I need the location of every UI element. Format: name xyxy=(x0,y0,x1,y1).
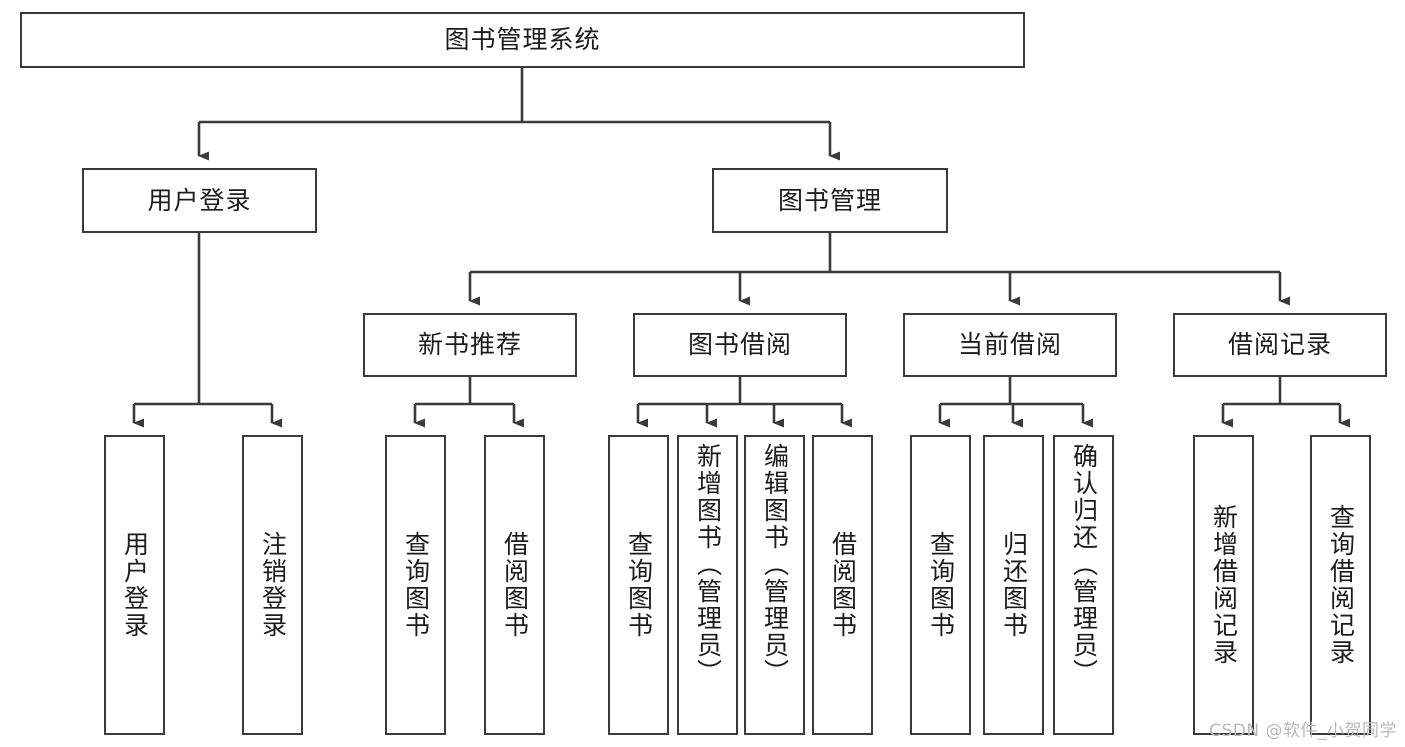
node-leaf-borrow-book-1-label: 借阅图书 xyxy=(500,531,530,639)
node-leaf-query-book-3[interactable]: 查询图书 xyxy=(910,435,971,735)
node-current-borrow-label: 当前借阅 xyxy=(957,330,1062,360)
node-leaf-add-book[interactable]: 新增图书（管理员） xyxy=(677,435,738,735)
node-leaf-user-login[interactable]: 用户登录 xyxy=(104,435,165,735)
node-leaf-borrow-book-2-label: 借阅图书 xyxy=(828,531,858,639)
node-user-login-label: 用户登录 xyxy=(147,185,252,215)
node-leaf-query-book-1-label: 查询图书 xyxy=(401,531,431,639)
node-leaf-logout-label: 注销登录 xyxy=(258,531,288,639)
node-leaf-borrow-book-2[interactable]: 借阅图书 xyxy=(812,435,873,735)
node-book-borrow[interactable]: 图书借阅 xyxy=(633,313,847,377)
node-book-management-label: 图书管理 xyxy=(777,185,882,215)
node-leaf-edit-book[interactable]: 编辑图书（管理员） xyxy=(744,435,805,735)
node-leaf-return-book-label: 归还图书 xyxy=(999,531,1029,639)
node-leaf-return-book[interactable]: 归还图书 xyxy=(983,435,1044,735)
node-book-management[interactable]: 图书管理 xyxy=(712,168,948,233)
node-new-book-recommend-label: 新书推荐 xyxy=(417,330,522,360)
node-current-borrow[interactable]: 当前借阅 xyxy=(903,313,1117,377)
node-leaf-query-book-3-label: 查询图书 xyxy=(926,531,956,639)
node-user-login[interactable]: 用户登录 xyxy=(82,168,317,233)
node-book-borrow-label: 图书借阅 xyxy=(687,330,792,360)
node-leaf-user-login-label: 用户登录 xyxy=(120,531,150,639)
node-new-book-recommend[interactable]: 新书推荐 xyxy=(363,313,577,377)
node-leaf-query-book-2-label: 查询图书 xyxy=(624,531,654,639)
node-root-label: 图书管理系统 xyxy=(444,25,601,55)
node-leaf-query-borrow-record[interactable]: 查询借阅记录 xyxy=(1310,435,1371,735)
node-leaf-logout[interactable]: 注销登录 xyxy=(242,435,303,735)
node-borrow-record[interactable]: 借阅记录 xyxy=(1173,313,1387,377)
node-leaf-query-borrow-record-label: 查询借阅记录 xyxy=(1326,504,1356,666)
node-leaf-add-borrow-record-label: 新增借阅记录 xyxy=(1209,504,1239,666)
node-leaf-query-book-2[interactable]: 查询图书 xyxy=(608,435,669,735)
node-leaf-borrow-book-1[interactable]: 借阅图书 xyxy=(484,435,545,735)
node-leaf-add-book-label: 新增图书（管理员） xyxy=(693,443,723,686)
node-root[interactable]: 图书管理系统 xyxy=(20,12,1025,68)
node-leaf-query-book-1[interactable]: 查询图书 xyxy=(385,435,446,735)
node-leaf-add-borrow-record[interactable]: 新增借阅记录 xyxy=(1193,435,1254,735)
node-leaf-confirm-return-label: 确认归还（管理员） xyxy=(1069,443,1099,686)
node-leaf-confirm-return[interactable]: 确认归还（管理员） xyxy=(1053,435,1114,735)
node-borrow-record-label: 借阅记录 xyxy=(1227,330,1332,360)
watermark: CSDN @软件_小贺同学 xyxy=(1209,721,1397,741)
node-leaf-edit-book-label: 编辑图书（管理员） xyxy=(760,443,790,686)
